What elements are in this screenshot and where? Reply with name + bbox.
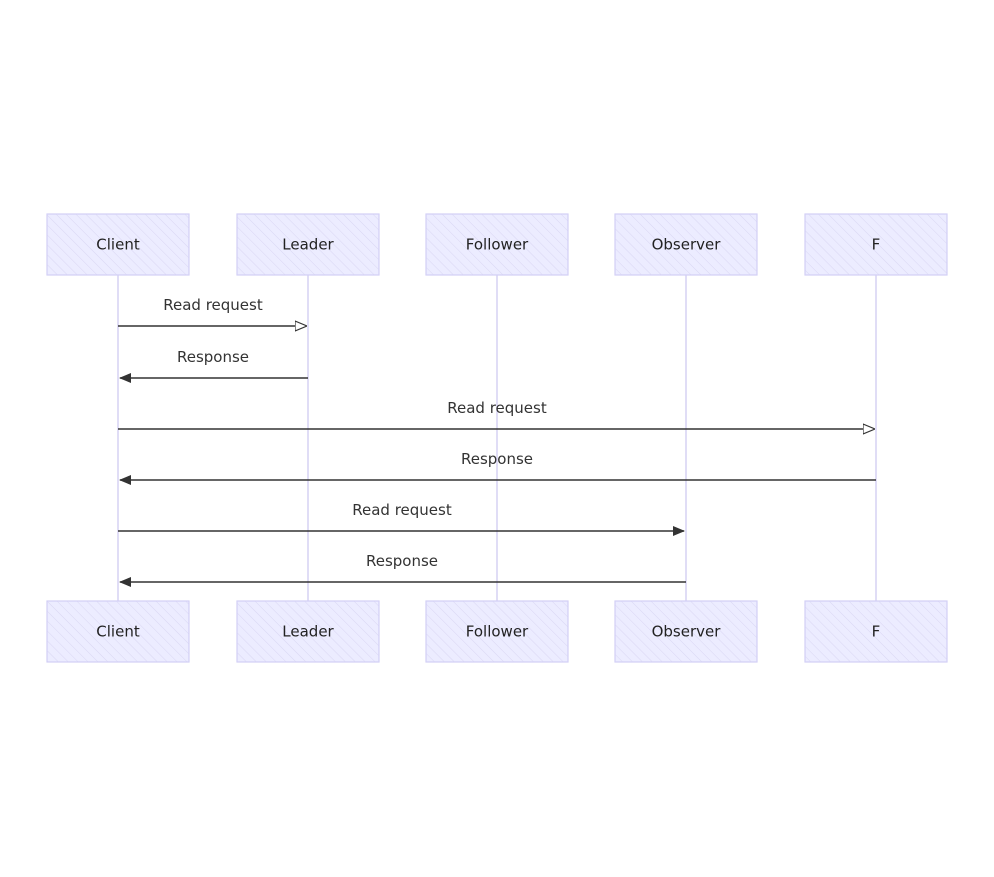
actor-box-bottom-f: F — [804, 600, 948, 663]
actor-box-bottom-observer: Observer — [614, 600, 758, 663]
actor-label-leader: Leader — [282, 623, 334, 641]
lifelines — [117, 275, 877, 601]
message-label-1: Read request — [163, 296, 263, 314]
actor-label-observer: Observer — [652, 623, 722, 641]
actor-label-follower: Follower — [466, 623, 529, 641]
actor-box-top-client: Client — [46, 213, 190, 276]
actor-box-top-f: F — [804, 213, 948, 276]
actor-label-client: Client — [96, 236, 140, 254]
actor-box-bottom-client: Client — [46, 600, 190, 663]
actor-box-top-follower: Follower — [425, 213, 569, 276]
message-label-4: Response — [461, 450, 533, 468]
actor-box-top-observer: Observer — [614, 213, 758, 276]
actor-label-f: F — [872, 623, 881, 641]
message-label-5: Read request — [352, 501, 452, 519]
actor-box-bottom-leader: Leader — [236, 600, 380, 663]
actors-top: Client Leader Follower Observer F — [46, 213, 948, 276]
message-label-3: Read request — [447, 399, 547, 417]
actor-label-client: Client — [96, 623, 140, 641]
actor-label-f: F — [872, 236, 881, 254]
actor-box-top-leader: Leader — [236, 213, 380, 276]
actor-label-observer: Observer — [652, 236, 722, 254]
message-label-6: Response — [366, 552, 438, 570]
actors-bottom: Client Leader Follower Observer F — [46, 600, 948, 663]
actor-label-follower: Follower — [466, 236, 529, 254]
message-label-2: Response — [177, 348, 249, 366]
actor-label-leader: Leader — [282, 236, 334, 254]
actor-box-bottom-follower: Follower — [425, 600, 569, 663]
